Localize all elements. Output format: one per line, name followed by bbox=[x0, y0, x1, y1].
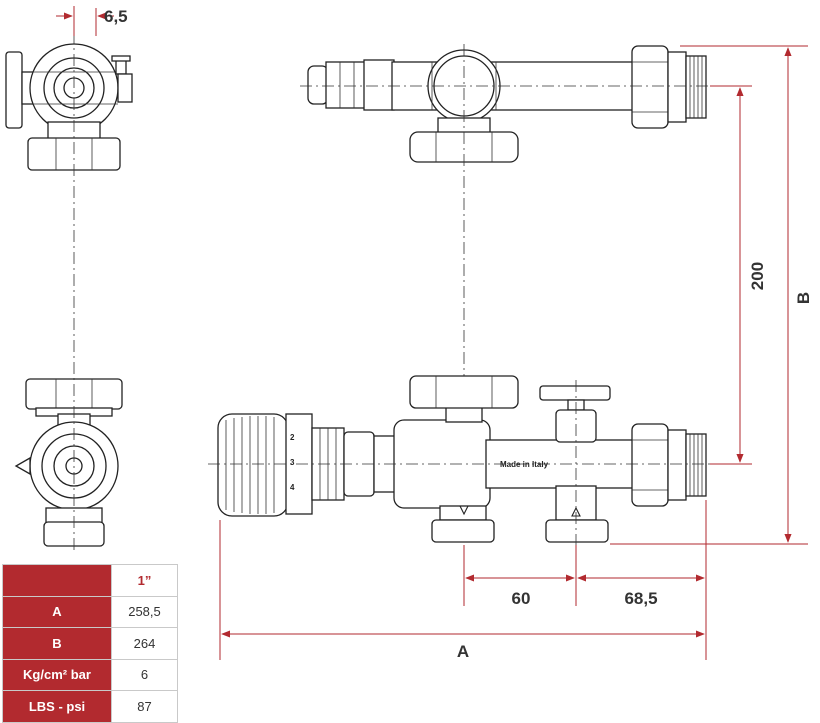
dim-spacing-1-label: 60 bbox=[512, 589, 531, 608]
spec-row-label: A bbox=[2, 595, 112, 628]
dim-offset-top: 6,5 bbox=[56, 6, 128, 36]
spec-header-blank bbox=[2, 564, 112, 597]
svg-text:4: 4 bbox=[290, 483, 295, 492]
bottom-assembly: 2 3 4 bbox=[217, 375, 707, 543]
side-view-top bbox=[5, 43, 133, 171]
spec-row-value: 264 bbox=[111, 627, 178, 660]
spec-table: 1” A 258,5 B 264 Kg/cm² bar 6 LBS - psi … bbox=[2, 564, 178, 723]
spec-row-label: LBS - psi bbox=[2, 690, 112, 723]
spec-row-value: 258,5 bbox=[111, 595, 178, 628]
side-view-bottom bbox=[14, 378, 123, 547]
dim-width-total: A bbox=[219, 520, 705, 661]
spec-row-label: B bbox=[2, 627, 112, 660]
dim-spacing: 60 68,5 bbox=[463, 500, 707, 660]
dim-offset-top-label: 6,5 bbox=[104, 7, 128, 26]
svg-text:2: 2 bbox=[290, 433, 295, 442]
table-row: Kg/cm² bar 6 bbox=[2, 658, 178, 691]
dim-height-total-label: B bbox=[794, 292, 813, 304]
spec-header-row: 1” bbox=[2, 564, 178, 597]
top-assembly bbox=[307, 45, 707, 163]
spec-row-label: Kg/cm² bar bbox=[2, 658, 112, 691]
made-in-italy-stamp: Made in Italy bbox=[500, 460, 549, 469]
dim-height-total: B bbox=[610, 45, 813, 545]
table-row: LBS - psi 87 bbox=[2, 690, 178, 723]
svg-text:3: 3 bbox=[290, 458, 295, 467]
dim-height-inner: 200 bbox=[710, 85, 767, 465]
dim-height-inner-label: 200 bbox=[748, 262, 767, 290]
table-row: A 258,5 bbox=[2, 595, 178, 628]
spec-header-size: 1” bbox=[111, 564, 178, 597]
dim-width-total-label: A bbox=[457, 642, 469, 661]
table-row: B 264 bbox=[2, 627, 178, 660]
spec-row-value: 87 bbox=[111, 690, 178, 723]
dim-spacing-2-label: 68,5 bbox=[624, 589, 657, 608]
spec-row-value: 6 bbox=[111, 658, 178, 691]
